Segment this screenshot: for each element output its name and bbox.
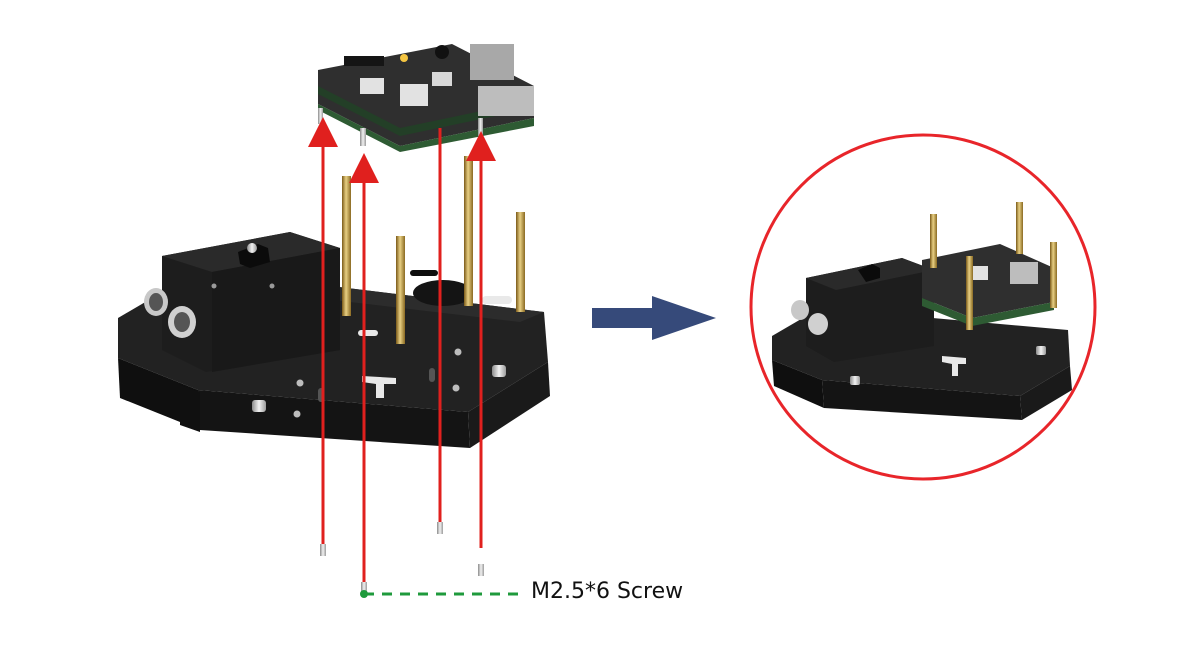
screw-icon — [320, 522, 484, 594]
right-arrow-icon — [592, 296, 716, 340]
exploded-assembly — [118, 44, 550, 598]
screw-callout-label: M2.5*6 Screw — [531, 579, 684, 604]
ultrasonic-sensor-icon — [144, 288, 196, 338]
standoff-icon — [342, 156, 525, 344]
housing-box — [162, 232, 340, 372]
alignment-guides — [308, 117, 496, 584]
screw-leader-line — [360, 590, 526, 598]
highlight-circle — [749, 133, 1097, 481]
assembled-view — [749, 133, 1097, 481]
controller-board-icon — [318, 44, 534, 152]
